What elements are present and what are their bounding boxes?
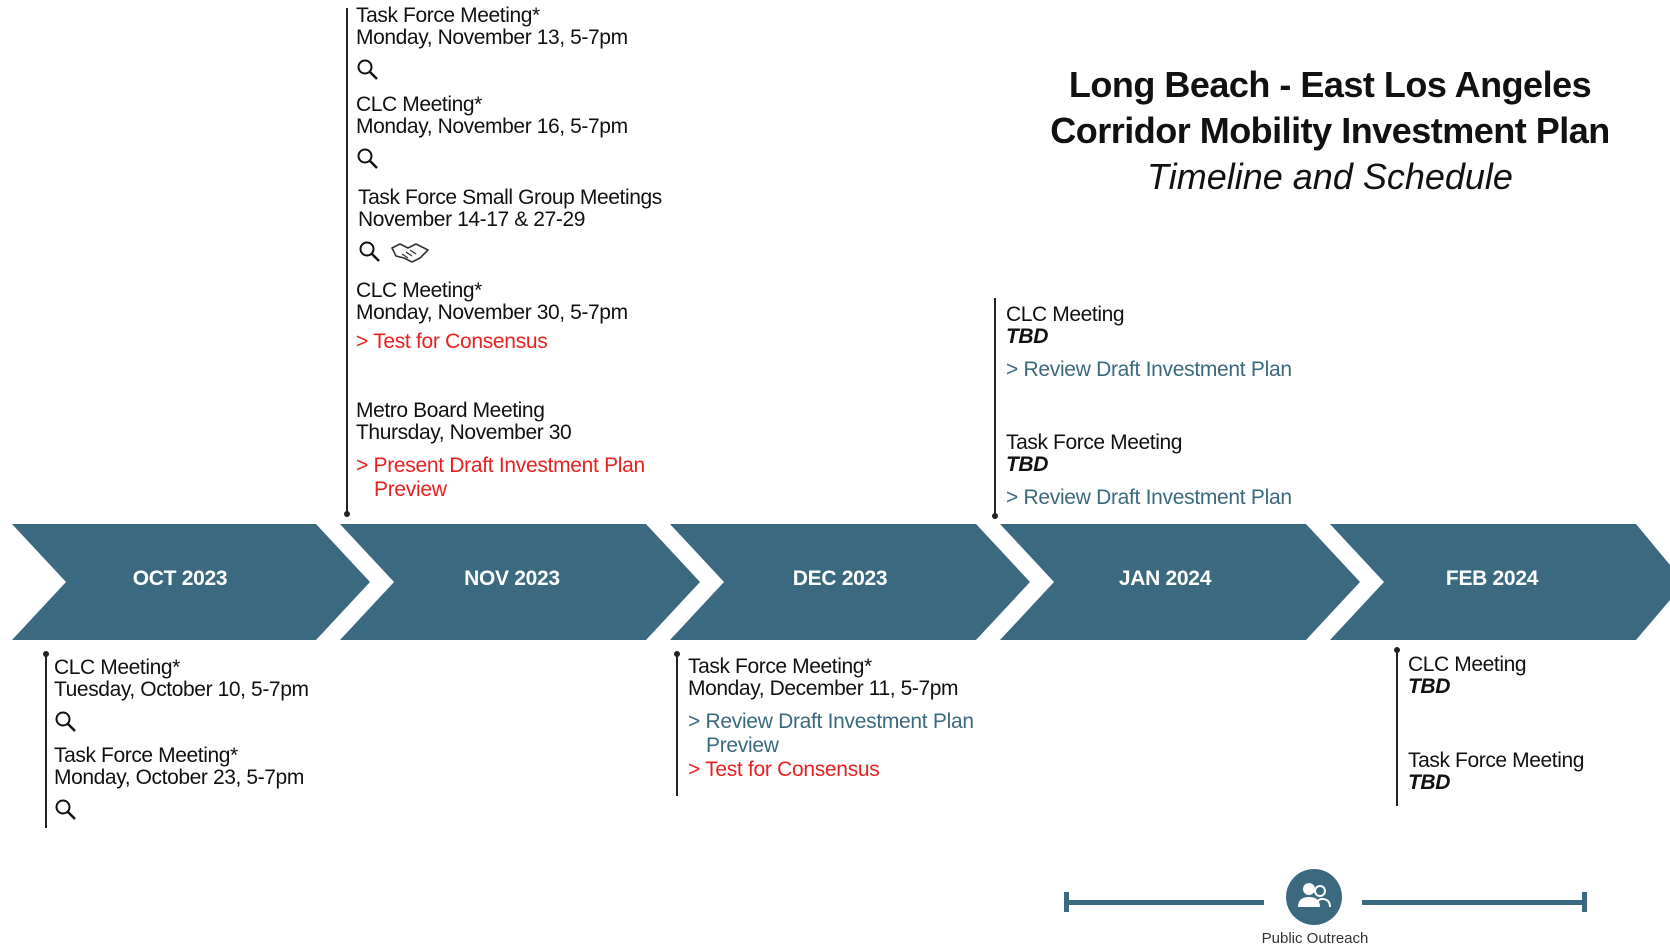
dec-timeline-line bbox=[674, 651, 680, 796]
event-note: > Present Draft Investment Plan Preview bbox=[356, 454, 645, 502]
event-date: TBD bbox=[1408, 771, 1450, 794]
event-date: Monday, November 13, 5-7pm bbox=[356, 26, 628, 49]
nov-line-dot bbox=[344, 511, 350, 517]
event-date: TBD bbox=[1006, 325, 1048, 348]
chevron-oct bbox=[12, 524, 370, 640]
jan-event-1: CLC Meeting TBD > Review Draft Investmen… bbox=[1006, 304, 1292, 382]
legend-bar-right-cap bbox=[1582, 892, 1587, 912]
legend-bar-right bbox=[1362, 900, 1586, 905]
nov-event-3: Task Force Small Group Meetings November… bbox=[358, 187, 662, 267]
month-label-jan: JAN 2024 bbox=[1118, 567, 1212, 590]
feb-event-2: Task Force Meeting TBD bbox=[1408, 750, 1584, 794]
event-date: November 14-17 & 27-29 bbox=[358, 208, 585, 231]
jan-event-2: Task Force Meeting TBD > Review Draft In… bbox=[1006, 432, 1292, 510]
event-note-line-2: Preview bbox=[374, 478, 447, 501]
month-label-feb: FEB 2024 bbox=[1445, 567, 1539, 590]
chevron-nov bbox=[340, 524, 700, 640]
event-date: TBD bbox=[1006, 453, 1048, 476]
chevron-dec bbox=[670, 524, 1030, 640]
oct-event-2: Task Force Meeting* Monday, October 23, … bbox=[54, 745, 304, 825]
month-label-dec: DEC 2023 bbox=[792, 567, 888, 590]
event-note-line-1: > Present Draft Investment Plan bbox=[356, 454, 645, 477]
event-title: CLC Meeting bbox=[1006, 303, 1125, 326]
chevron-feb bbox=[1330, 524, 1670, 640]
oct-line-dot bbox=[43, 651, 49, 657]
event-title: Task Force Small Group Meetings bbox=[358, 186, 662, 209]
event-note-line-2: Preview bbox=[706, 734, 779, 757]
search-icon bbox=[357, 59, 378, 80]
search-icon bbox=[357, 148, 378, 169]
feb-line-dot bbox=[1394, 647, 1400, 653]
event-title: CLC Meeting* bbox=[356, 93, 482, 116]
event-icons bbox=[358, 237, 662, 267]
event-title: CLC Meeting bbox=[1408, 653, 1527, 676]
legend-label: Public Outreach bbox=[1261, 930, 1369, 947]
event-date: Monday, December 11, 5-7pm bbox=[688, 677, 959, 700]
feb-timeline-line bbox=[1394, 647, 1400, 806]
title-line-2: Corridor Mobility Investment Plan bbox=[1050, 110, 1610, 151]
event-title: Task Force Meeting bbox=[1408, 749, 1585, 772]
event-icons bbox=[356, 144, 628, 174]
event-note: > Test for Consensus bbox=[356, 330, 548, 353]
legend-bar-left bbox=[1064, 900, 1264, 905]
nov-timeline-line bbox=[344, 8, 350, 517]
dec-event-1: Task Force Meeting* Monday, December 11,… bbox=[688, 656, 974, 782]
search-icon bbox=[359, 241, 380, 262]
nov-event-4: CLC Meeting* Monday, November 30, 5-7pm … bbox=[356, 280, 628, 354]
month-label-oct: OCT 2023 bbox=[132, 567, 228, 590]
event-note-2: > Test for Consensus bbox=[688, 758, 880, 781]
search-icon bbox=[55, 711, 76, 732]
title-line-1: Long Beach - East Los Angeles bbox=[1068, 64, 1592, 105]
event-date: Monday, November 30, 5-7pm bbox=[356, 301, 628, 324]
month-label-nov: NOV 2023 bbox=[464, 567, 560, 590]
chevron-jan bbox=[1000, 524, 1360, 640]
event-date: Thursday, November 30 bbox=[356, 421, 572, 444]
event-title: Task Force Meeting bbox=[1006, 431, 1183, 454]
people-glyph bbox=[1298, 883, 1331, 908]
event-title: Metro Board Meeting bbox=[356, 399, 545, 422]
dec-line-dot bbox=[674, 651, 680, 657]
title-block: Long Beach - East Los Angeles Corridor M… bbox=[1030, 62, 1630, 200]
event-icons bbox=[54, 795, 304, 825]
event-date: Tuesday, October 10, 5-7pm bbox=[54, 678, 309, 701]
nov-event-1: Task Force Meeting* Monday, November 13,… bbox=[356, 5, 628, 85]
event-icons bbox=[356, 55, 628, 85]
handshake-icon bbox=[391, 243, 429, 263]
event-date: Monday, October 23, 5-7pm bbox=[54, 766, 304, 789]
search-icon bbox=[55, 799, 76, 820]
event-note: > Review Draft Investment Plan bbox=[1006, 358, 1292, 381]
nov-event-5: Metro Board Meeting Thursday, November 3… bbox=[356, 400, 645, 502]
event-title: CLC Meeting* bbox=[54, 656, 180, 679]
nov-event-2: CLC Meeting* Monday, November 16, 5-7pm bbox=[356, 94, 628, 174]
jan-line-dot bbox=[992, 513, 998, 519]
oct-timeline-line bbox=[43, 651, 49, 828]
jan-timeline-line bbox=[992, 298, 998, 519]
event-date: TBD bbox=[1408, 675, 1450, 698]
event-title: Task Force Meeting* bbox=[688, 655, 872, 678]
event-title: Task Force Meeting* bbox=[356, 4, 540, 27]
oct-event-1: CLC Meeting* Tuesday, October 10, 5-7pm bbox=[54, 657, 309, 737]
event-title: CLC Meeting* bbox=[356, 279, 482, 302]
people-icon bbox=[1286, 869, 1342, 925]
subtitle: Timeline and Schedule bbox=[1147, 156, 1513, 197]
event-icons bbox=[54, 707, 309, 737]
event-note: > Review Draft Investment Plan Preview bbox=[688, 710, 974, 758]
event-note: > Review Draft Investment Plan bbox=[1006, 486, 1292, 509]
event-title: Task Force Meeting* bbox=[54, 744, 238, 767]
event-note-line-1: > Review Draft Investment Plan bbox=[688, 710, 974, 733]
event-date: Monday, November 16, 5-7pm bbox=[356, 115, 628, 138]
feb-event-1: CLC Meeting TBD bbox=[1408, 653, 1527, 698]
